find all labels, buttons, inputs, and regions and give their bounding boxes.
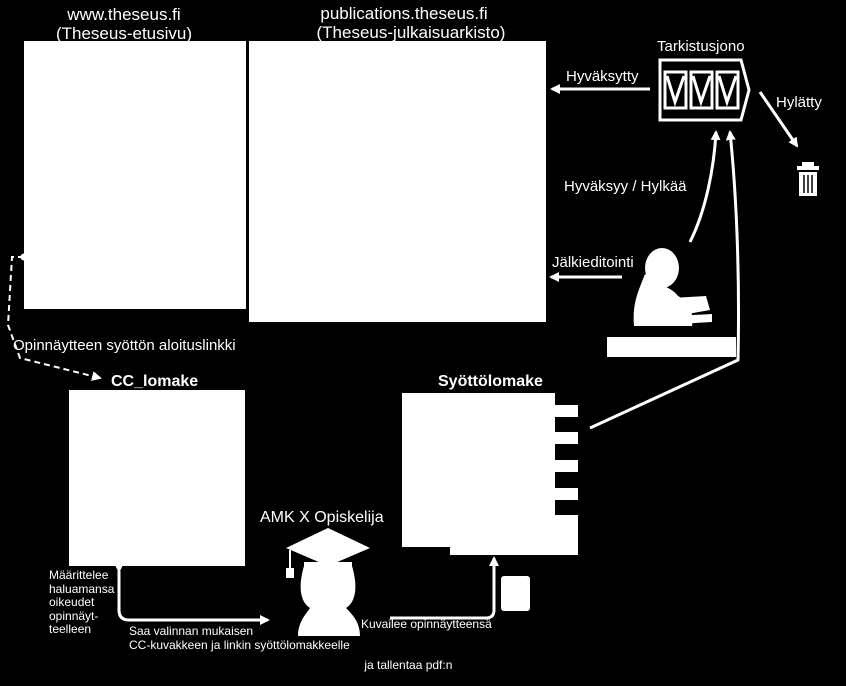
approve-reject-label: Hyväksyy / Hylkää: [564, 178, 687, 195]
student-label: AMK X Opiskelija: [260, 509, 384, 526]
theseus-publications-label: publications.theseus.fi (Theseus-julkais…: [316, 4, 506, 42]
theseus-home-box[interactable]: [24, 41, 246, 309]
cc-form-title: CC_lomake: [111, 373, 199, 390]
editor-desk: [607, 337, 736, 357]
editor-icon: [633, 248, 712, 326]
cc-form-box[interactable]: [69, 390, 245, 566]
post-edit-label: Jälkieditointi: [552, 254, 634, 271]
input-form-box[interactable]: [402, 393, 580, 557]
form-to-queue-arrow: [589, 130, 741, 430]
approved-label: Hyväksytty: [566, 68, 639, 85]
theseus-publications-box[interactable]: [249, 41, 546, 322]
define-rights-text: Määrittelee haluamansa oikeudet opinnäyt…: [49, 568, 115, 636]
start-link-arrow: [6, 256, 102, 381]
start-link-label: Opinnäytteen syöttön aloituslinkki: [13, 337, 236, 354]
theseus-home-label: www.theseus.fi (Theseus-etusivu): [55, 5, 193, 43]
graduate-icon: [286, 528, 370, 636]
describe-thesis-text: Kuvailee opinnäytteensä ja tallentaa pdf…: [361, 617, 492, 672]
rejected-arrow: [758, 91, 799, 148]
review-queue-title: Tarkistusjono: [657, 38, 745, 55]
queue-icon: [658, 58, 751, 122]
approve-reject-arrow: [688, 130, 721, 243]
input-form-title: Syöttölomake: [438, 373, 543, 390]
cc-result-text: Saa valinnan mukaisen CC-kuvakkeen ja li…: [129, 624, 350, 652]
pdf-file-icon: [501, 576, 530, 611]
describe-arrow: [390, 556, 499, 620]
trash-icon: [797, 162, 819, 196]
cc-result-arrow: [114, 563, 270, 625]
rejected-label: Hylätty: [776, 94, 822, 111]
